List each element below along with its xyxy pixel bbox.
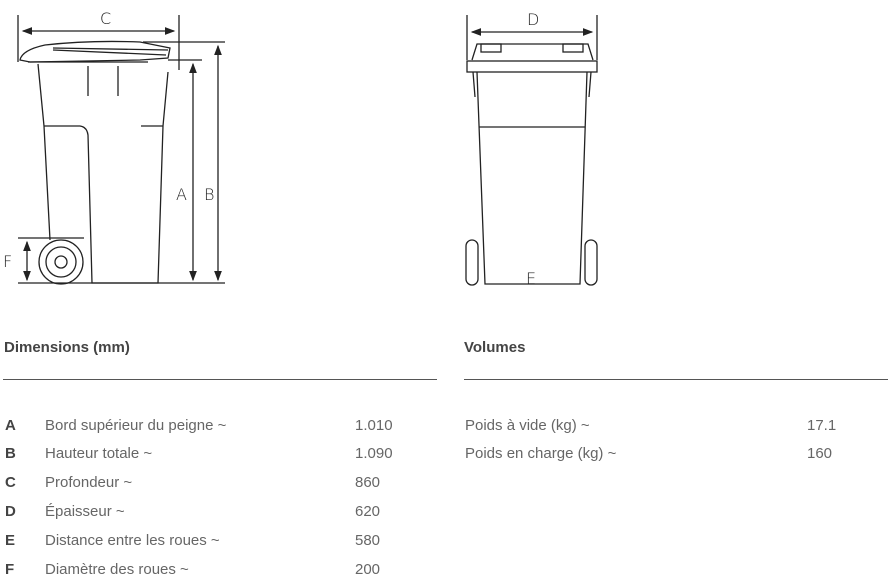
row-key: F: [5, 561, 15, 578]
label-a: A: [176, 185, 187, 204]
row-key: A: [5, 417, 16, 434]
side-view: [17, 15, 225, 285]
bin-diagrams: C A B F D E: [3, 9, 598, 288]
divider: [464, 379, 888, 380]
row-label: Hauteur totale ~: [45, 445, 153, 462]
row-value: 17.1: [807, 417, 837, 434]
volumes-heading: Volumes: [464, 339, 526, 356]
label-d: D: [527, 10, 539, 29]
row-value: 160: [807, 445, 833, 462]
label-e: E: [526, 269, 536, 288]
dimensions-heading: Dimensions (mm): [4, 339, 130, 356]
row-label: Profondeur ~: [45, 474, 133, 491]
row-value: 1.010: [355, 417, 393, 434]
row-key: D: [5, 503, 16, 520]
row-value: 620: [355, 503, 381, 520]
row-key: B: [5, 445, 16, 462]
row-label: Diamètre des roues ~: [45, 561, 189, 578]
row-key: E: [5, 532, 16, 549]
label-c: C: [100, 9, 111, 28]
divider: [3, 379, 437, 380]
row-label: Poids à vide (kg) ~: [465, 417, 590, 434]
label-f: F: [3, 252, 12, 271]
row-value: 860: [355, 474, 381, 491]
row-label: Épaisseur ~: [45, 503, 125, 520]
front-view: [465, 15, 598, 286]
row-value: 200: [355, 561, 381, 578]
row-value: 1.090: [355, 445, 393, 462]
row-label: Bord supérieur du peigne ~: [45, 417, 227, 434]
row-label: Poids en charge (kg) ~: [465, 445, 617, 462]
row-label: Distance entre les roues ~: [45, 532, 220, 549]
label-b: B: [204, 185, 214, 204]
row-value: 580: [355, 532, 381, 549]
row-key: C: [5, 474, 16, 491]
